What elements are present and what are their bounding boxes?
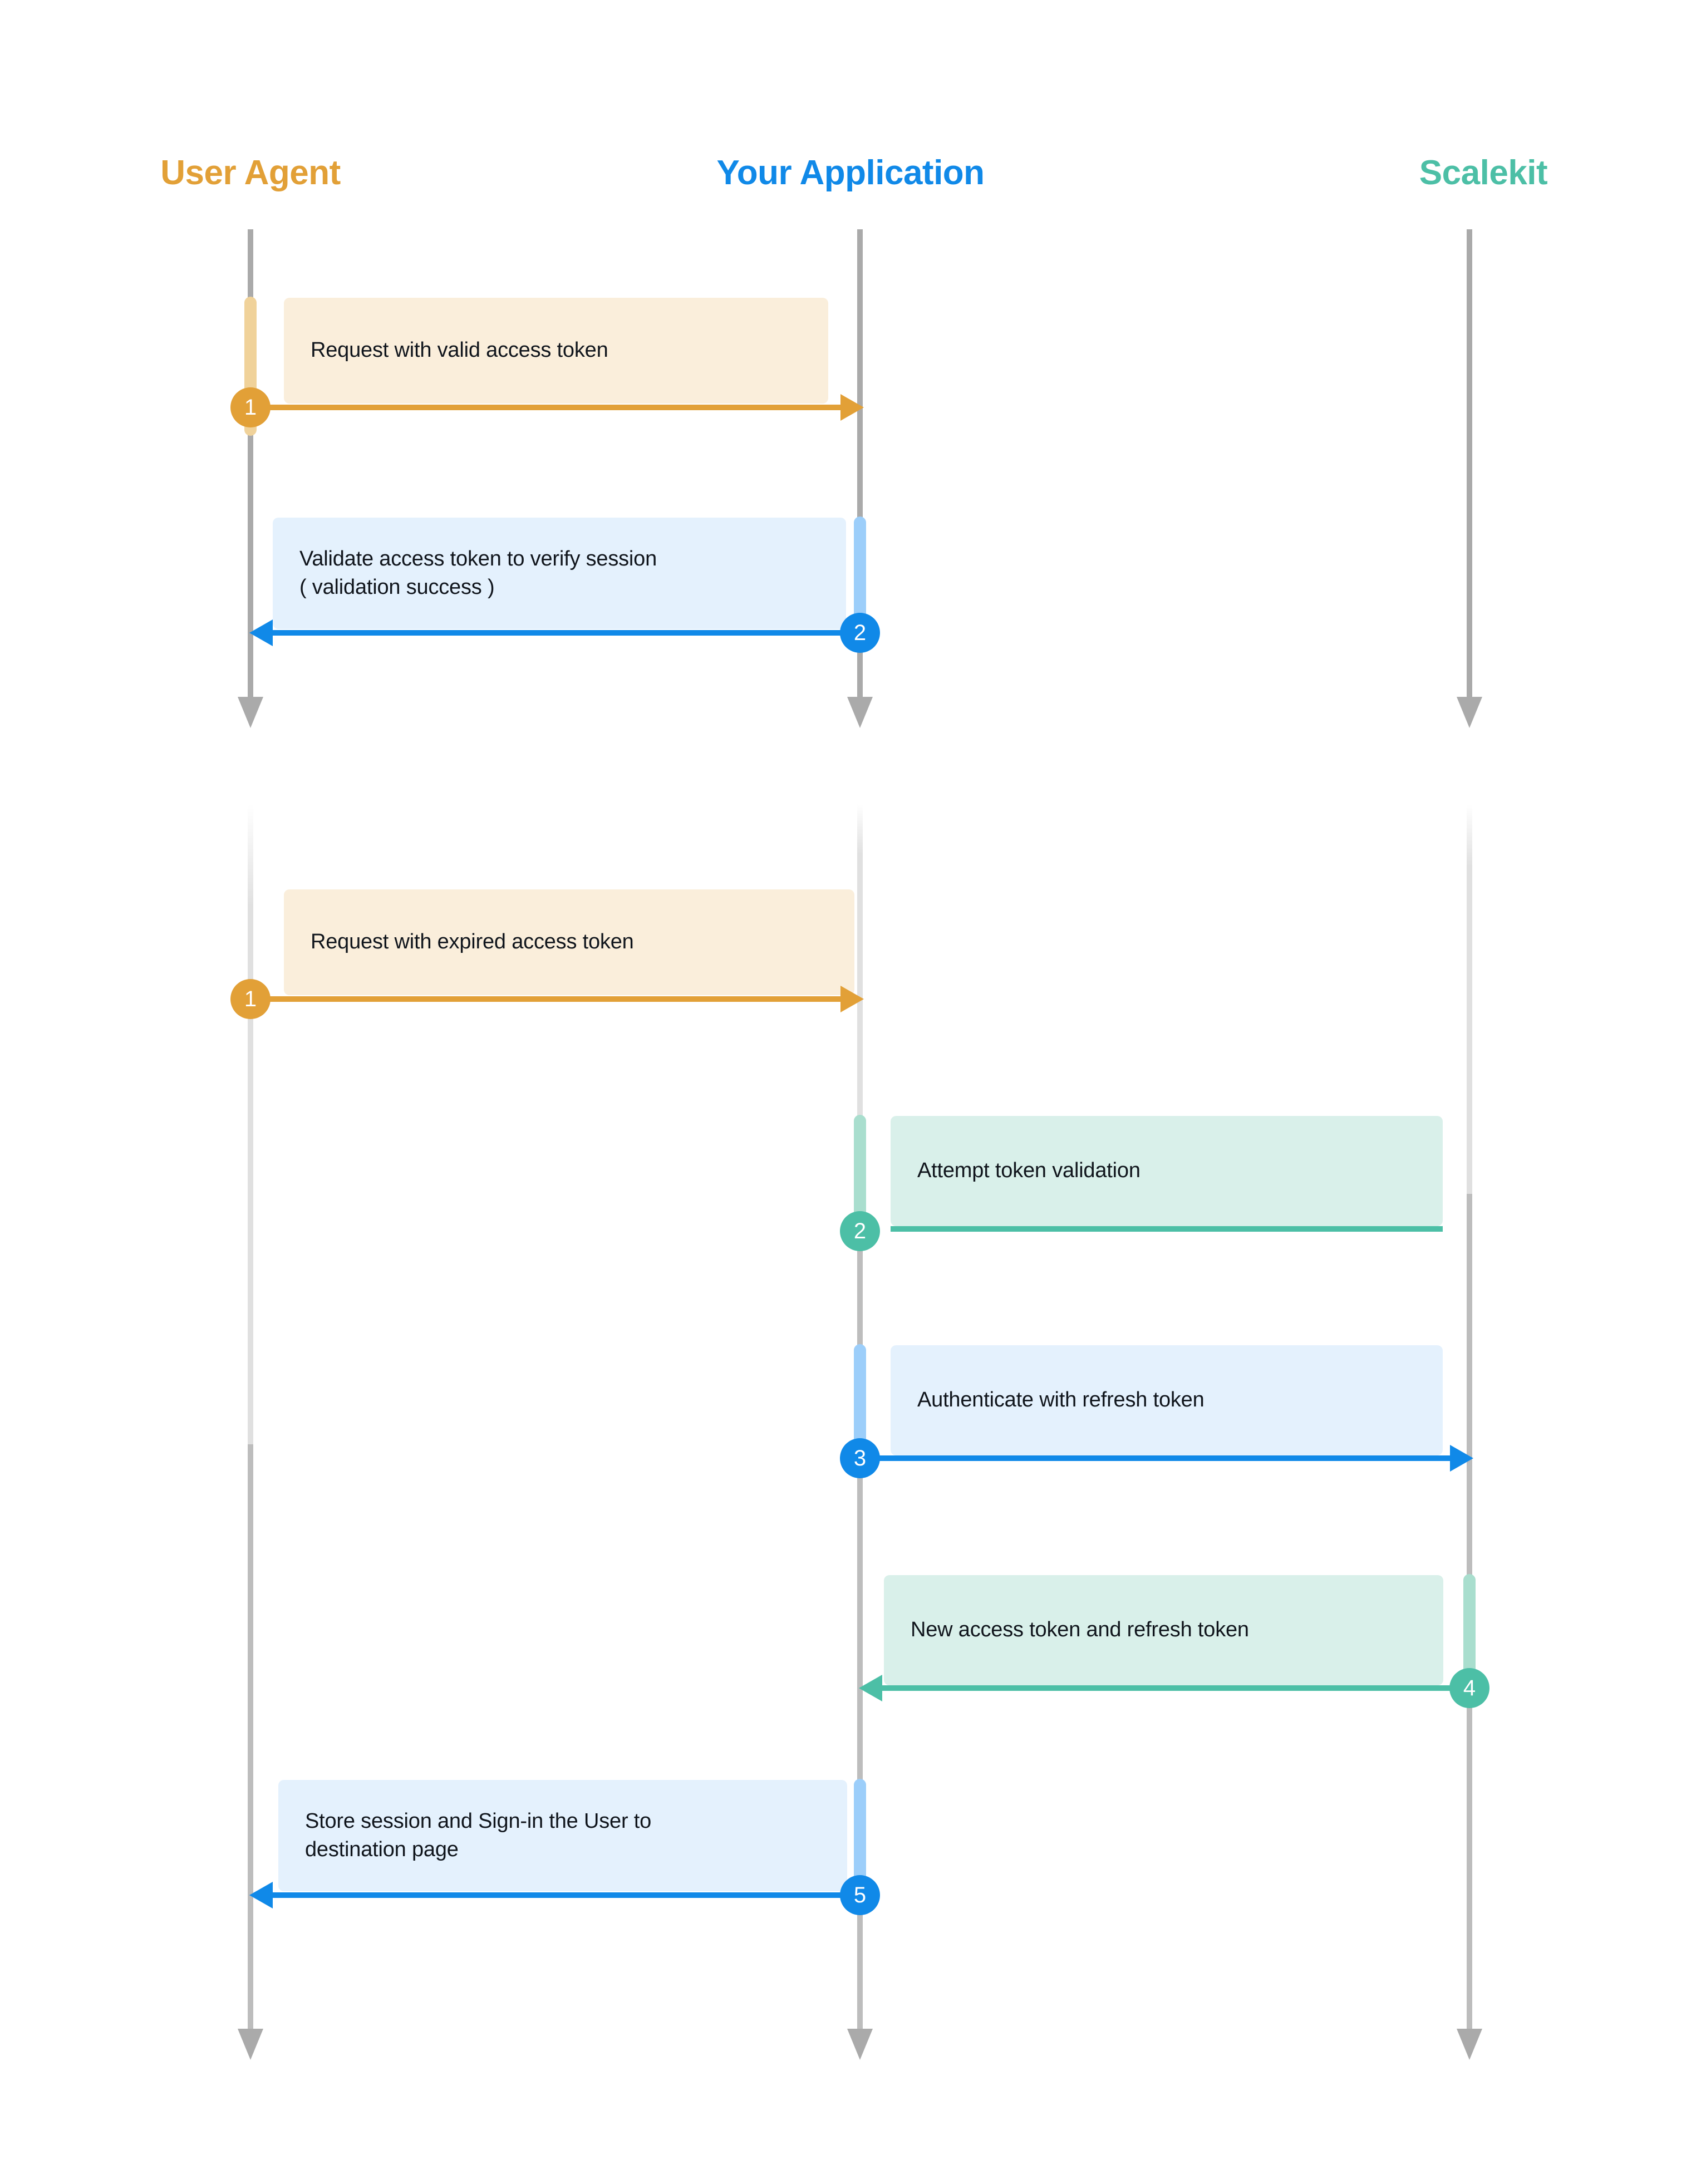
message-arrow-s2-step5 bbox=[273, 1892, 860, 1898]
message-box-s2-step1: Request with expired access token bbox=[284, 889, 854, 995]
lifeline-user-agent-section2-lower bbox=[248, 1444, 253, 2034]
message-box-s1-step2: Validate access token to verify session … bbox=[273, 518, 846, 629]
message-box-s1-step1: Request with valid access token bbox=[284, 298, 828, 404]
message-box-s2-step2: Attempt token validation bbox=[891, 1116, 1443, 1226]
message-arrowhead-s1-step2 bbox=[249, 619, 273, 646]
message-label-s1-step1: Request with valid access token bbox=[311, 338, 608, 362]
message-box-s2-step3: Authenticate with refresh token bbox=[891, 1345, 1443, 1455]
lifeline-user-agent-section2 bbox=[248, 804, 253, 1444]
message-label-s1-step2: Validate access token to verify session … bbox=[273, 545, 670, 602]
message-arrowhead-s2-step3 bbox=[1450, 1445, 1473, 1472]
message-arrowhead-s2-step1 bbox=[840, 986, 864, 1012]
lifeline-end-arrow-scalekit-section1 bbox=[1457, 697, 1482, 728]
activation-bar-s2-step2 bbox=[854, 1115, 866, 1233]
message-label-s2-step2: Attempt token validation bbox=[917, 1159, 1140, 1183]
message-label-s2-step3: Authenticate with refresh token bbox=[917, 1388, 1205, 1412]
message-arrow-s2-step4 bbox=[882, 1685, 1469, 1691]
participant-header-user-agent: User Agent bbox=[160, 154, 341, 192]
message-label-s2-step5-line1: Store session and Sign-in the User to bbox=[305, 1809, 652, 1833]
message-arrow-s2-step1 bbox=[250, 996, 840, 1002]
participant-header-your-application: Your Application bbox=[716, 154, 985, 192]
lifeline-scalekit-section2 bbox=[1467, 804, 1472, 1194]
activation-bar-s1-step2 bbox=[854, 517, 866, 634]
lifeline-user-agent-section1 bbox=[248, 229, 253, 702]
step-badge-s1-step1: 1 bbox=[230, 387, 271, 427]
message-arrowhead-s1-step1 bbox=[840, 394, 864, 421]
step-badge-s2-step2: 2 bbox=[840, 1211, 880, 1251]
step-badge-s1-step2: 2 bbox=[840, 613, 880, 653]
message-label-s2-step1: Request with expired access token bbox=[311, 930, 634, 954]
message-arrowhead-s2-step5 bbox=[249, 1882, 273, 1908]
activation-bar-s2-step4 bbox=[1463, 1574, 1476, 1692]
lifeline-end-arrow-user-agent-section1 bbox=[238, 697, 263, 728]
message-arrow-s2-step2 bbox=[891, 1226, 1443, 1232]
message-arrow-s2-step3 bbox=[860, 1455, 1450, 1461]
step-badge-s2-step4: 4 bbox=[1449, 1668, 1489, 1708]
message-label-s2-step5: Store session and Sign-in the User to de… bbox=[278, 1807, 665, 1865]
lifeline-your-application-section1 bbox=[857, 229, 863, 702]
step-badge-s2-step5: 5 bbox=[840, 1875, 880, 1915]
lifeline-your-application-section2 bbox=[857, 804, 863, 1116]
message-box-s2-step5: Store session and Sign-in the User to de… bbox=[278, 1780, 847, 1891]
activation-bar-s2-step5 bbox=[854, 1779, 866, 1897]
message-label-s2-step4: New access token and refresh token bbox=[911, 1618, 1249, 1642]
message-arrow-s1-step2 bbox=[273, 630, 860, 636]
message-box-s2-step4: New access token and refresh token bbox=[884, 1575, 1443, 1685]
message-arrowhead-s2-step4 bbox=[859, 1675, 882, 1701]
message-label-s2-step5-line2: destination page bbox=[305, 1838, 459, 1861]
lifeline-scalekit-section1 bbox=[1467, 229, 1472, 702]
message-arrow-s1-step1 bbox=[250, 405, 840, 410]
message-label-s1-step2-line2: ( validation success ) bbox=[299, 575, 495, 599]
step-badge-s2-step3: 3 bbox=[840, 1438, 880, 1478]
lifeline-end-arrow-your-application-section1 bbox=[847, 697, 873, 728]
participant-header-scalekit: Scalekit bbox=[1419, 154, 1548, 192]
lifeline-end-arrow-user-agent-section2 bbox=[238, 2029, 263, 2060]
message-label-s1-step2-line1: Validate access token to verify session bbox=[299, 547, 657, 570]
lifeline-your-application-section2-lower bbox=[857, 1116, 863, 2034]
activation-bar-s2-step3 bbox=[854, 1344, 866, 1462]
lifeline-end-arrow-your-application-section2 bbox=[847, 2029, 873, 2060]
lifeline-end-arrow-scalekit-section2 bbox=[1457, 2029, 1482, 2060]
step-badge-s2-step1: 1 bbox=[230, 979, 271, 1019]
